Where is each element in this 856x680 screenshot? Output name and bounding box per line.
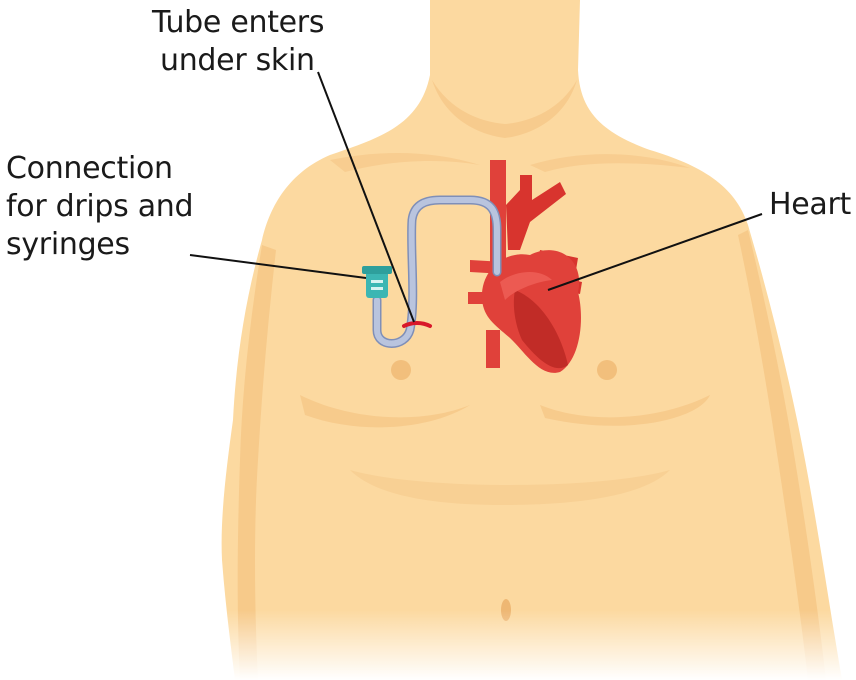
nipple-left	[391, 360, 411, 380]
connector-cap	[362, 266, 392, 274]
label-tube-enters-under-skin: Tube enters under skin	[152, 4, 324, 80]
inferior-vessel	[486, 330, 500, 368]
connector-line-1	[371, 280, 383, 283]
label-tube-line-1: Tube enters	[152, 4, 324, 42]
connector-line-2	[371, 287, 383, 290]
nipple-right	[597, 360, 617, 380]
connector-hub	[362, 266, 392, 298]
bottom-fade	[200, 610, 856, 680]
label-connection: Connection for drips and syringes	[6, 150, 193, 264]
label-connection-line-1: Connection	[6, 150, 193, 188]
label-connection-line-2: for drips and	[6, 188, 193, 226]
label-heart: Heart	[769, 186, 851, 224]
connector-body	[366, 270, 388, 298]
label-tube-line-2: under skin	[152, 42, 324, 80]
label-connection-line-3: syringes	[6, 226, 193, 264]
